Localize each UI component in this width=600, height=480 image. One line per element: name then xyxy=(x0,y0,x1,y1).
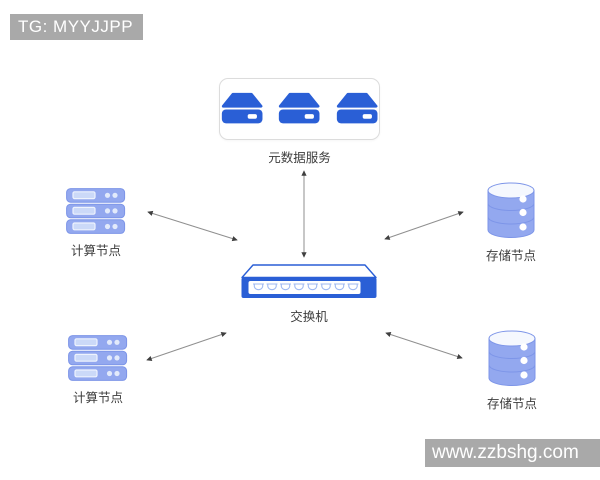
arrow-storage-top-switch xyxy=(384,211,464,240)
arrow-storage-bottom-switch xyxy=(385,331,463,360)
tg-watermark-badge: TG: MYYJJPP xyxy=(10,14,144,40)
storage-node-bottom: 存储节点 xyxy=(486,329,538,412)
server-rack-icon xyxy=(66,188,126,234)
storage-node-top-label: 存储节点 xyxy=(485,249,536,263)
website-watermark: www.zzbshg.com xyxy=(425,439,600,467)
database-cylinder-icon xyxy=(488,330,536,386)
hard-disk-icon xyxy=(277,92,322,125)
hard-disk-icon xyxy=(335,92,379,125)
network-switch-icon xyxy=(241,264,377,298)
server-rack-icon xyxy=(68,335,128,381)
metadata-service-box xyxy=(219,78,380,140)
compute-node-top-label: 计算节点 xyxy=(70,244,121,258)
arrow-compute-top-switch xyxy=(147,210,238,242)
storage-node-top: 存储节点 xyxy=(485,181,537,264)
database-cylinder-icon xyxy=(487,182,535,238)
compute-node-bottom: 计算节点 xyxy=(65,335,131,406)
metadata-service-label: 元数据服务 xyxy=(268,151,331,165)
switch-label: 交换机 xyxy=(290,310,328,324)
hard-disk-icon xyxy=(220,92,264,125)
switch-node xyxy=(241,264,377,305)
arrow-compute-bottom-switch xyxy=(146,332,227,361)
storage-node-bottom-label: 存储节点 xyxy=(486,397,537,411)
compute-node-top: 计算节点 xyxy=(63,188,129,259)
compute-node-bottom-label: 计算节点 xyxy=(72,391,123,405)
